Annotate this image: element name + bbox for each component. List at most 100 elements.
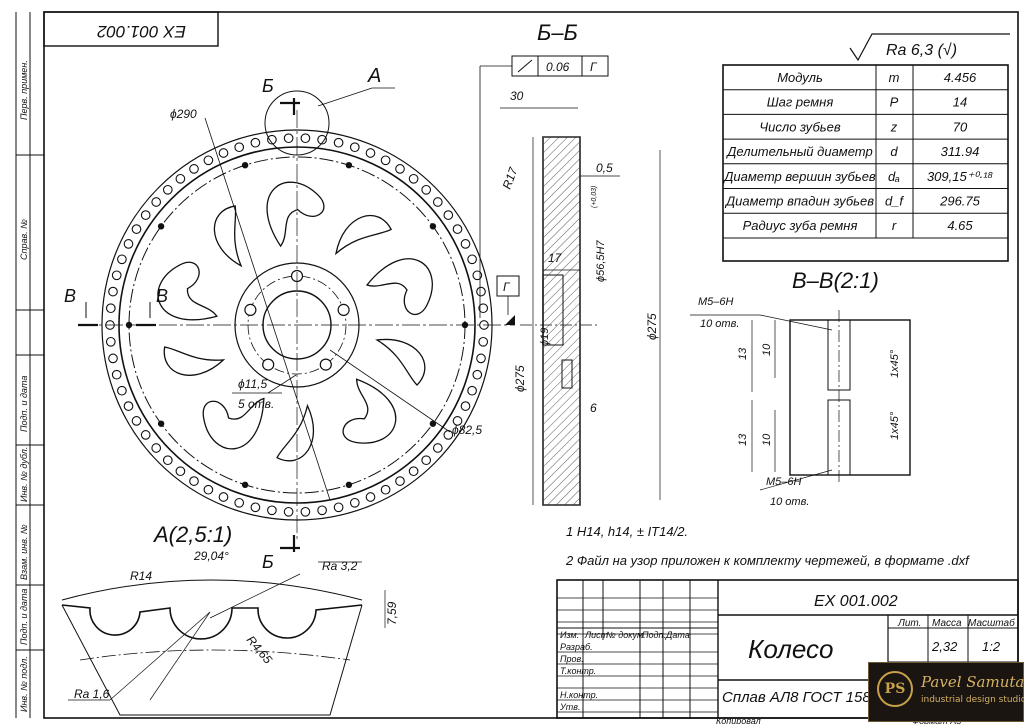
tooth-groove <box>472 270 483 281</box>
label-v-left: В <box>64 286 76 306</box>
dim-17: 17 <box>548 251 563 265</box>
dim-6: 6 <box>590 401 597 415</box>
rim-hole <box>241 481 249 488</box>
tooth-groove <box>234 142 245 153</box>
tb-material: Сплав АЛ8 ГОСТ 1583– <box>722 689 888 706</box>
tb-code: EX 001.002 <box>814 593 898 610</box>
side-label-orig-no: Инв. № подл. <box>19 656 29 712</box>
dim-10b: 10 <box>761 433 773 446</box>
tooth-groove <box>189 476 199 486</box>
tooth-groove <box>250 137 261 148</box>
tb-row-label: Т.контр. <box>560 666 596 676</box>
tooth-groove <box>105 336 116 347</box>
label-b-top: Б <box>262 76 274 96</box>
tooth-groove <box>111 369 122 380</box>
rim-hole <box>345 481 353 488</box>
tooth-groove <box>140 210 151 220</box>
tooth-groove <box>395 476 405 486</box>
tech-notes: 1 H14, h14, ± IT14/2. 2 Файл на узор при… <box>565 524 970 568</box>
pattern-slot <box>157 261 218 321</box>
param-value: 4.65 <box>947 218 973 233</box>
tooth-groove <box>317 134 327 145</box>
tooth-groove <box>452 416 463 426</box>
tooth-groove <box>131 224 142 234</box>
hub-holes <box>244 269 350 371</box>
tooth-groove <box>117 385 127 396</box>
note-2: 2 Файл на узор приложен к комплекту черт… <box>565 553 970 568</box>
base-letter: Г <box>503 280 511 294</box>
tooth-groove <box>108 353 118 364</box>
param-name: Шаг ремня <box>767 95 834 110</box>
detail-a-view: А(2,5:1) 29,04° R14 R4,65 Ra 3,2 Ra 1,6 … <box>61 522 399 716</box>
param-value: 14 <box>953 95 967 110</box>
holes-bottom: 10 отв. <box>770 496 809 508</box>
tooth-groove <box>452 224 463 234</box>
section-bb-hatch <box>543 137 580 505</box>
pattern-slot <box>365 258 433 316</box>
dim-r14: R14 <box>130 569 152 583</box>
param-name: Число зубьев <box>759 119 840 134</box>
rim-hole <box>429 223 437 230</box>
rim-holes <box>125 162 469 488</box>
param-name: Радиус зуба ремня <box>743 218 858 233</box>
label-v-right: В <box>156 286 168 306</box>
pattern-slot-small <box>163 346 226 376</box>
tooth-groove <box>365 148 376 158</box>
tooth-groove <box>443 210 454 220</box>
tooth-groove <box>283 133 294 144</box>
tooth-groove <box>250 502 261 513</box>
tooth-groove <box>162 455 173 466</box>
tb-name: Колесо <box>748 634 834 664</box>
top-stamp-code: EX 001.002 <box>97 22 186 41</box>
hub-hole <box>244 303 257 316</box>
tooth-groove <box>349 142 360 153</box>
chamfer-top: 1х45° <box>889 349 901 378</box>
tb-mass-h: Масса <box>932 618 962 629</box>
tooth-groove <box>218 148 229 158</box>
tooth-groove <box>267 134 277 145</box>
tooth-groove <box>175 173 186 184</box>
tb-col-header: № докум. <box>606 630 646 640</box>
dim-10a: 10 <box>761 343 773 356</box>
drawing-frame <box>43 11 1019 719</box>
tolerance-value: 0.06 <box>546 60 570 74</box>
tooth-groove <box>203 484 214 495</box>
tooth-groove <box>421 455 432 466</box>
tooth-groove <box>408 173 419 184</box>
holes-top: 10 отв. <box>700 318 739 330</box>
param-value: 311.94 <box>941 144 980 159</box>
tooth-groove <box>140 430 151 440</box>
thread-bottom: M5–6H <box>766 476 802 488</box>
tooth-groove <box>123 401 134 411</box>
param-symbol: P <box>890 95 899 110</box>
side-label-replace-no: Взам. инв. № <box>19 524 29 580</box>
tb-mass: 2,32 <box>931 639 958 654</box>
detail-a-circle <box>264 90 330 156</box>
param-symbol: d <box>890 144 898 159</box>
tb-row-label: Пров. <box>560 654 584 664</box>
side-label-dup-no: Инв. № дубл. <box>19 447 29 502</box>
tooth-groove <box>189 164 199 174</box>
tooth-groove <box>460 401 471 411</box>
section-vv-title: В–В(2:1) <box>792 268 879 293</box>
rim-hole <box>429 420 437 427</box>
param-name: Модуль <box>777 70 823 85</box>
tooth-groove <box>117 254 127 265</box>
param-name: Делительный диаметр <box>725 144 872 159</box>
thread-top: M5–6H <box>698 296 734 308</box>
tooth-groove <box>432 197 443 207</box>
pattern-slot-small <box>375 338 426 386</box>
tooth-groove <box>234 497 245 508</box>
param-value: 4.456 <box>944 70 977 85</box>
section-bb: Б–Б 0.06 Г 30 Г R17 0,5 ϕ56,5H7 (+0,03) … <box>479 20 661 506</box>
dim-13b: 13 <box>737 433 749 446</box>
wheel-main-view: ϕ290 А Б Б В В ϕ11,5 5 отв. ϕ82,5 <box>64 65 515 572</box>
side-label-ref-no: Справ. № <box>19 219 29 260</box>
top-stamp: EX 001.002 <box>43 11 219 47</box>
param-value: 296.75 <box>939 194 981 209</box>
dim-30: 30 <box>510 89 524 103</box>
section-bb-title: Б–Б <box>537 20 578 45</box>
tooth-groove <box>476 286 486 297</box>
dim-d275-left: ϕ275 <box>513 365 527 392</box>
